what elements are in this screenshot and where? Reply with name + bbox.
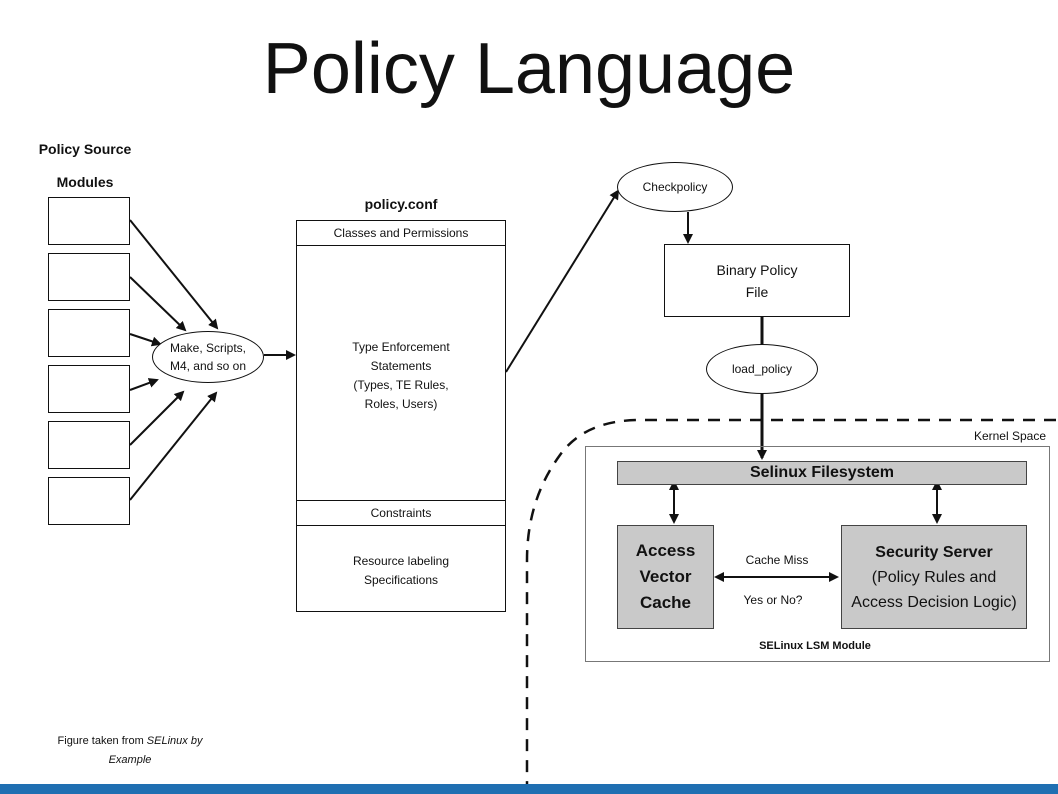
module-box <box>48 309 130 357</box>
module-arrow <box>129 391 218 501</box>
module-arrow <box>129 390 185 446</box>
module-arrow <box>129 378 159 391</box>
policy-conf-box: Classes and Permissions Type Enforcement… <box>296 220 506 612</box>
module-arrow <box>129 219 219 330</box>
caption-prefix: Figure taken from <box>57 735 147 747</box>
policy-conf-heading: policy.conf <box>364 196 438 212</box>
module-box <box>48 477 130 525</box>
resource-line1: Resource labeling <box>352 554 450 568</box>
load-policy-node: load_policy <box>706 344 818 394</box>
make-scripts-line1: Make, Scripts, <box>169 341 247 355</box>
type-enforcement-section: Type Enforcement Statements (Types, TE R… <box>297 246 505 500</box>
te-line2: Statements <box>370 359 432 373</box>
avc-line1: Access <box>635 541 696 560</box>
ss-line1: Security Server <box>875 543 993 561</box>
module-box <box>48 421 130 469</box>
constraints-section: Constraints <box>297 500 505 526</box>
conf-to-checkpolicy-arrow <box>505 189 620 373</box>
bottom-accent-bar <box>0 784 1058 794</box>
yes-or-no-label: Yes or No? <box>743 593 803 607</box>
page-title: Policy Language <box>262 29 796 109</box>
module-arrow <box>129 276 187 332</box>
binary-policy-box: Binary Policy File <box>664 244 850 317</box>
module-arrow <box>129 333 162 347</box>
binary-policy-line2: File <box>745 283 769 300</box>
avc-line3: Cache <box>639 593 692 612</box>
lsm-module-frame <box>585 446 1050 662</box>
kernel-boundary <box>525 418 1056 784</box>
te-line3: (Types, TE Rules, <box>353 378 449 392</box>
resource-line2: Specifications <box>363 573 439 587</box>
resource-labeling-section: Resource labeling Specifications <box>297 526 505 590</box>
checkpolicy-node: Checkpolicy <box>617 162 733 212</box>
caption-italic2: Example <box>108 754 152 766</box>
lsm-module-label: SELinux LSM Module <box>759 640 871 652</box>
module-box <box>48 253 130 301</box>
access-vector-cache-box: Access Vector Cache <box>617 525 714 629</box>
policy-source-heading: Policy Source <box>38 141 132 157</box>
make-scripts-node: Make, Scripts, M4, and so on <box>152 331 264 383</box>
te-line1: Type Enforcement <box>352 340 450 354</box>
module-box <box>48 197 130 245</box>
caption-italic1: SELinux by <box>146 735 203 747</box>
security-server-box: Security Server (Policy Rules and Access… <box>841 525 1027 629</box>
cache-miss-label: Cache Miss <box>745 553 809 567</box>
module-box <box>48 365 130 413</box>
selinux-filesystem-bar: Selinux Filesystem <box>617 461 1027 485</box>
avc-line2: Vector <box>639 567 692 586</box>
classes-permissions-section: Classes and Permissions <box>297 221 505 246</box>
te-line4: Roles, Users) <box>364 397 438 411</box>
binary-policy-line1: Binary Policy <box>716 261 798 278</box>
modules-heading: Modules <box>56 174 114 190</box>
kernel-space-label: Kernel Space <box>973 429 1046 443</box>
ss-line3: Access Decision Logic) <box>851 593 1017 611</box>
figure-caption: Figure taken from SELinux by Example <box>30 732 230 770</box>
make-scripts-line2: M4, and so on <box>169 359 247 373</box>
ss-line2: (Policy Rules and <box>871 568 997 586</box>
